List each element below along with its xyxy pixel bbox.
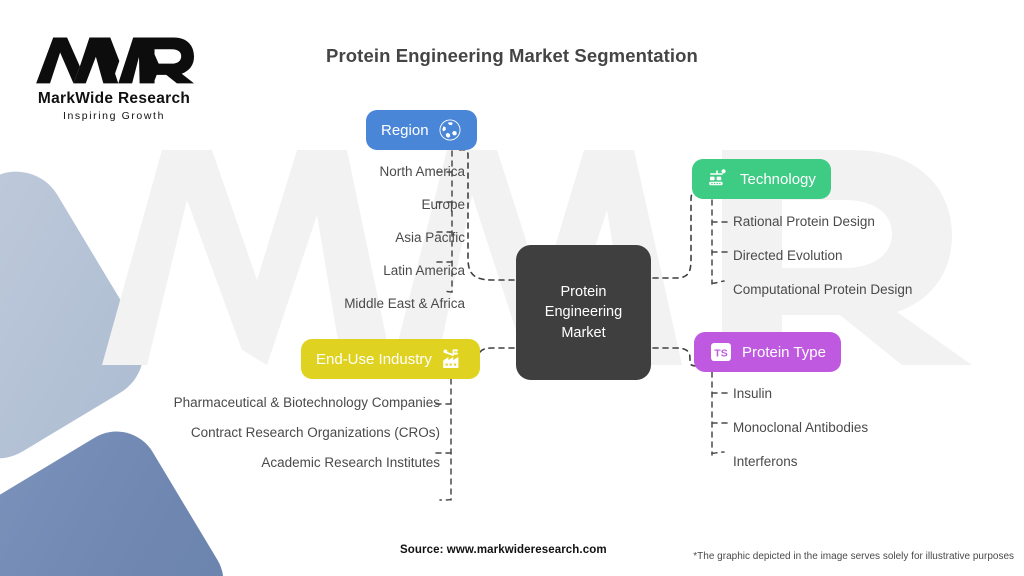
wire-center-technology <box>652 189 705 279</box>
mwr-monogram-icon <box>36 37 194 84</box>
leaf-item-end-use-industry-0[interactable]: Pharmaceutical & Biotechnology Companies <box>173 395 440 410</box>
center-node-line-3: Market <box>561 324 606 341</box>
lab-equipment-icon <box>709 169 726 186</box>
logo-tagline: Inspiring Growth <box>62 110 166 122</box>
center-node-line-1: Protein <box>560 283 607 300</box>
center-node[interactable]: Protein Engineering Market <box>516 245 651 380</box>
branch-label-technology: Technology <box>740 170 816 188</box>
ts-badge-icon: TS <box>711 343 731 361</box>
branch-label-protein-type: Protein Type <box>742 343 826 361</box>
leaf-item-technology-1[interactable]: Directed Evolution <box>733 247 843 263</box>
leaf-item-technology-0[interactable]: Rational Protein Design <box>733 214 875 229</box>
source-label[interactable]: Source: www.markwideresearch.com <box>400 544 607 556</box>
logo-company-name: MarkWide Research <box>37 90 191 107</box>
branch-badge-technology[interactable]: Technology <box>692 159 831 199</box>
leaf-list-region: North America Europe Asia Pacific Latin … <box>180 163 465 328</box>
branch-badge-protein-type[interactable]: TS Protein Type <box>694 332 841 372</box>
page-title: Protein Engineering Market Segmentation <box>326 45 698 66</box>
center-node-line-2: Engineering <box>544 304 623 321</box>
leaf-list-end-use-industry: Pharmaceutical & Biotechnology Companies… <box>110 394 440 484</box>
leaf-list-technology: Rational Protein Design Directed Evoluti… <box>733 213 1023 315</box>
wire-center-ptype <box>652 347 701 367</box>
globe-icon <box>439 119 461 141</box>
svg-text:TS: TS <box>714 347 727 359</box>
leaf-item-region-3[interactable]: Latin America <box>383 262 465 278</box>
branch-badge-region[interactable]: Region <box>366 110 477 150</box>
leaf-item-region-4[interactable]: Middle East & Africa <box>344 295 465 311</box>
wire-ptype-item-2 <box>711 451 725 455</box>
leaf-item-protein-type-1[interactable]: Monoclonal Antibodies <box>733 419 869 435</box>
leaf-item-region-0[interactable]: North America <box>379 164 465 179</box>
leaf-item-end-use-industry-2[interactable]: Academic Research Institutes <box>261 454 440 470</box>
leaf-item-protein-type-2[interactable]: Interferons <box>733 453 798 469</box>
leaf-item-technology-2[interactable]: Computational Protein Design <box>733 281 913 297</box>
branch-label-region: Region <box>381 121 429 139</box>
leaf-list-protein-type: Insulin Monoclonal Antibodies Interferon… <box>733 385 1023 487</box>
leaf-item-protein-type-0[interactable]: Insulin <box>733 386 773 401</box>
leaf-item-end-use-industry-1[interactable]: Contract Research Organizations (CROs) <box>190 424 440 440</box>
factory-icon <box>443 349 459 368</box>
leaf-item-region-2[interactable]: Asia Pacific <box>395 229 465 245</box>
branch-label-end-use-industry: End-Use Industry <box>316 350 432 368</box>
leaf-item-region-1[interactable]: Europe <box>421 196 465 212</box>
wire-tech-item-2 <box>711 280 725 284</box>
wire-enduse-item-2 <box>439 498 452 501</box>
branch-badge-end-use-industry[interactable]: End-Use Industry <box>301 339 480 379</box>
disclaimer-label: *The graphic depicted in the image serve… <box>693 551 1014 562</box>
brand-logo: MarkWide Research Inspiring Growth <box>26 33 202 122</box>
wire-region-item-4 <box>443 290 453 293</box>
